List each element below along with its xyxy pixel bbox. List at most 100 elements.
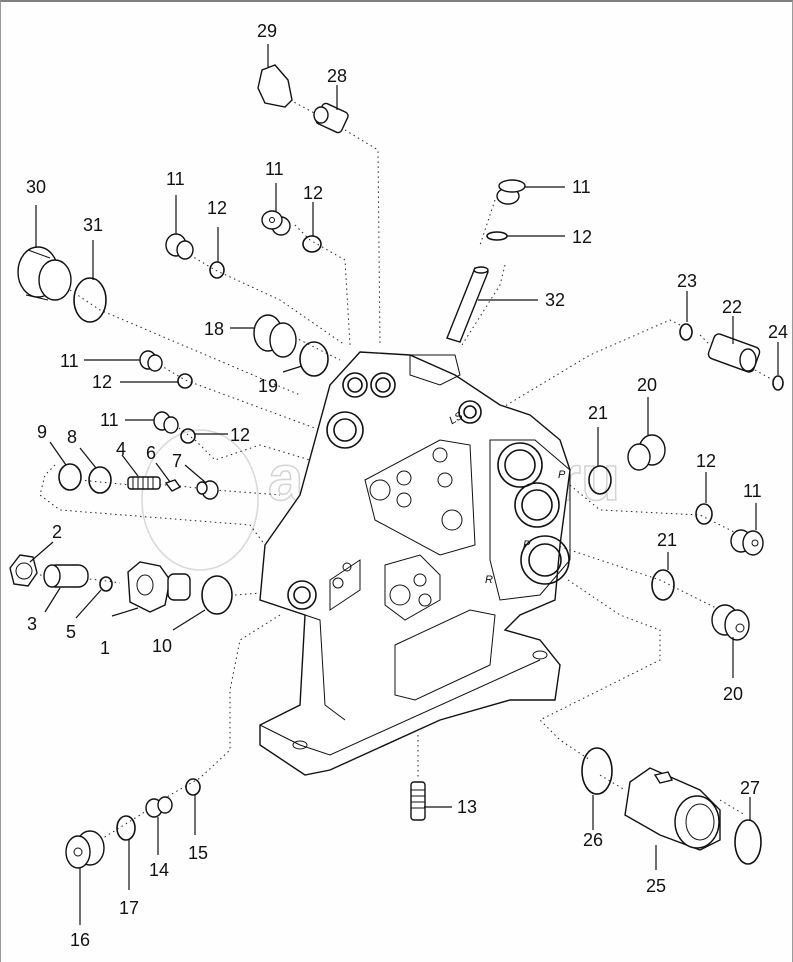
- port: [342, 372, 368, 398]
- callout-19: 19: [258, 376, 278, 396]
- port-small: [396, 470, 412, 486]
- callout-13: 13: [457, 797, 477, 817]
- callout-24: 24: [768, 322, 788, 342]
- leader-9: [49, 441, 67, 466]
- callout-16: 16: [70, 930, 90, 950]
- callout-17: 17: [119, 898, 139, 918]
- port-small: [389, 584, 411, 606]
- port-marking-r: R: [485, 574, 493, 586]
- callout-11: 11: [166, 169, 185, 189]
- callout-12: 12: [92, 372, 112, 392]
- part-2-nut: [9, 554, 38, 587]
- port-inner: [347, 377, 363, 393]
- port-small: [342, 562, 352, 572]
- leader-4: [121, 454, 139, 477]
- callout-31: 31: [83, 215, 103, 235]
- part-1-cartridge: [127, 561, 191, 613]
- part-9-oring: [58, 463, 82, 491]
- part-12-washer: [302, 235, 322, 253]
- valve-body-top-port: [409, 354, 461, 386]
- port: [514, 482, 560, 528]
- leader-7: [184, 464, 206, 483]
- part-11-plug: [261, 210, 291, 236]
- part-20-plug: [627, 434, 666, 471]
- assembly-line: [99, 614, 281, 841]
- valve-body-port-block: [489, 439, 571, 601]
- callout-14: 14: [149, 860, 169, 880]
- assembly-line: [344, 129, 381, 346]
- part-12-washer: [695, 503, 713, 525]
- assembly-line: [699, 334, 774, 381]
- callout-29: 29: [257, 21, 277, 41]
- part-11-plug: [153, 411, 179, 434]
- valve-body-base-edge: [259, 659, 541, 756]
- port-inner: [333, 418, 357, 442]
- port-inner: [521, 489, 553, 521]
- port-small: [396, 492, 412, 508]
- valve-body: [259, 351, 571, 776]
- part-16-plug: [65, 830, 105, 869]
- assembly-line: [489, 319, 681, 416]
- callout-21: 21: [588, 403, 608, 423]
- port-marking-p: P: [523, 539, 531, 551]
- port: [370, 372, 396, 398]
- valve-body-window: [394, 609, 496, 701]
- assembly-lines: [39, 99, 774, 841]
- assembly-line: [159, 364, 321, 431]
- callout-18: 18: [204, 319, 224, 339]
- part-14-plug: [145, 796, 173, 818]
- part-27-oring: [734, 819, 762, 865]
- leader-19: [282, 365, 303, 373]
- part-7-seat: [196, 480, 219, 500]
- port: [326, 411, 364, 449]
- callout-25: 25: [646, 876, 666, 896]
- port: [497, 442, 543, 488]
- part-30-plug: [17, 246, 72, 301]
- port-small: [332, 577, 344, 589]
- callout-12: 12: [207, 198, 227, 218]
- port: [287, 580, 317, 610]
- part-8-oring: [88, 466, 112, 494]
- leader-8: [79, 447, 97, 469]
- p-port: [520, 535, 570, 585]
- assembly-line: [294, 224, 351, 346]
- callout-12: 12: [230, 425, 250, 445]
- part-6-poppet: [164, 479, 182, 492]
- p-port-inner: [528, 543, 562, 577]
- callout-3: 3: [27, 614, 37, 634]
- part-17-oring: [116, 815, 136, 841]
- callout-1: 1: [100, 638, 110, 658]
- parts: [9, 64, 784, 869]
- port-small: [413, 573, 427, 587]
- part-28-fitting: [313, 102, 349, 134]
- callout-4: 4: [116, 439, 126, 459]
- watermark-logo-circle: [141, 429, 259, 571]
- callout-30: 30: [26, 177, 46, 197]
- ls-port-inner: [463, 405, 477, 419]
- leader-3: [44, 587, 61, 613]
- callout-20: 20: [637, 375, 657, 395]
- valve-body-boss: [384, 554, 441, 621]
- part-13-screw: [410, 781, 426, 821]
- part-15-oring: [185, 778, 201, 796]
- part-21-oring: [651, 569, 675, 601]
- part-5-oring: [99, 576, 113, 592]
- part-11-plug: [730, 529, 764, 556]
- callout-26: 26: [583, 830, 603, 850]
- assembly-line: [554, 544, 731, 616]
- leader-1: [111, 607, 139, 617]
- part-23-oring: [679, 323, 693, 341]
- callout-2: 2: [52, 522, 62, 542]
- callout-12: 12: [572, 227, 592, 247]
- part-11-plug: [496, 179, 526, 205]
- callout-9: 9: [37, 422, 47, 442]
- valve-body-flange: [364, 439, 476, 556]
- callout-8: 8: [67, 427, 77, 447]
- port-small: [418, 593, 432, 607]
- port-marking-p2: P: [558, 469, 566, 481]
- assembly-line: [539, 579, 661, 761]
- part-26-oring: [581, 747, 613, 795]
- port-inner: [375, 377, 391, 393]
- callout-11: 11: [743, 481, 762, 501]
